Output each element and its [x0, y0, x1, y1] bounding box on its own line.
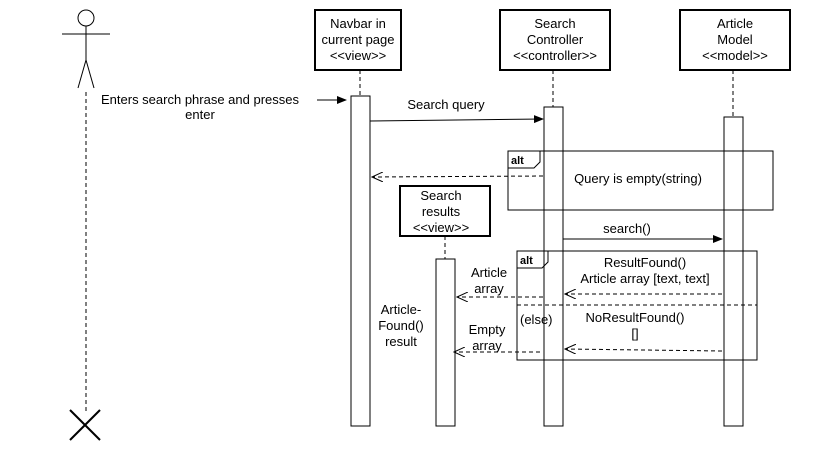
result-found-label-line2: Article array [text, text] [580, 271, 709, 286]
model-label-line1: Article [717, 16, 753, 31]
search-query-label: Search query [407, 97, 485, 112]
actor-head [77, 9, 95, 27]
no-result-label-line2: [] [631, 326, 638, 341]
actor-figure [62, 9, 110, 89]
else-label: (else) [520, 312, 553, 327]
navbar-label-line3: <<view>> [330, 48, 386, 63]
search-call-label: search() [603, 221, 651, 236]
actor-destroy-mark [69, 409, 101, 441]
results-label-line1: Search [420, 188, 461, 203]
model-box [679, 9, 791, 71]
actor-leg-right [85, 59, 95, 89]
results-activation [435, 258, 456, 427]
controller-label-line3: <<controller>> [513, 48, 597, 63]
results-label-line3: <<view>> [413, 220, 469, 235]
model-activation [723, 116, 744, 427]
empty-array-label-line1: Empty [469, 322, 506, 337]
results-label-line2: results [422, 204, 461, 219]
empty-array-label-line2: array [472, 338, 502, 353]
navbar-label-line1: Navbar in [330, 16, 386, 31]
model-label-line3: <<model>> [702, 48, 768, 63]
no-result-arrow [565, 349, 723, 351]
search-query-arrow [369, 115, 544, 124]
controller-label-line2: Controller [527, 32, 584, 47]
alt-frame-1-label: alt [511, 155, 524, 167]
article-array-label-line1: Article [471, 265, 507, 280]
actor-action-line1: Enters search phrase and presses [101, 92, 299, 107]
navbar-box [314, 9, 402, 71]
controller-box [499, 9, 611, 71]
query-empty-label: Query is empty(string) [574, 171, 702, 186]
no-result-label-line1: NoResultFound() [586, 310, 685, 325]
alt-frame-1 [507, 150, 774, 211]
article-found-note-line1: Article- [381, 302, 421, 317]
result-found-label-line1: ResultFound() [604, 255, 686, 270]
actor-leg-left [77, 59, 87, 89]
model-label-line2: Model [717, 32, 753, 47]
alt-frame-1-tag [508, 150, 541, 169]
article-found-note-line3: result [385, 334, 417, 349]
results-box [399, 185, 491, 237]
alt-frame-2-label: alt [520, 255, 533, 267]
actor-action-line2: enter [185, 107, 215, 122]
query-empty-return-arrow [372, 176, 544, 177]
controller-label-line1: Search [534, 16, 575, 31]
article-array-label-line2: array [474, 281, 504, 296]
article-found-note-line2: Found() [378, 318, 424, 333]
alt-frame-2-tag [517, 250, 549, 269]
controller-activation [543, 106, 564, 427]
navbar-activation [350, 95, 371, 427]
navbar-label-line2: current page [322, 32, 395, 47]
